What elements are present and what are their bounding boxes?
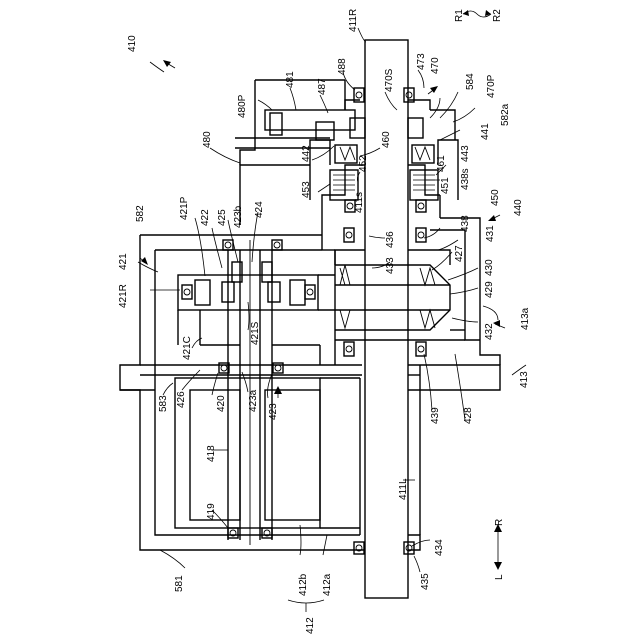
label-R2: R2: [492, 9, 503, 22]
motor-412: [175, 378, 360, 535]
label-434: 434: [434, 539, 445, 556]
label-427: 427: [454, 245, 465, 262]
label-470P: 470P: [486, 74, 497, 98]
label-436: 436: [385, 231, 396, 248]
direction-arrow-rl: [494, 524, 502, 570]
main-shaft-411: [365, 40, 408, 598]
label-433: 433: [385, 257, 396, 274]
label-422: 422: [200, 209, 211, 226]
label-413a: 413a: [520, 307, 531, 330]
label-442: 442: [301, 145, 312, 162]
label-451: 451: [440, 177, 451, 194]
label-440: 440: [513, 199, 524, 216]
label-dir-R: R: [494, 519, 505, 526]
label-443: 443: [460, 145, 471, 162]
label-583: 583: [158, 395, 169, 412]
label-410: 410: [127, 35, 138, 52]
label-418: 418: [206, 445, 217, 462]
leader-lines: [138, 28, 526, 612]
label-435: 435: [420, 573, 431, 590]
label-411s: 411s: [354, 192, 365, 213]
label-473: 473: [416, 53, 427, 70]
label-421C: 421C: [182, 336, 193, 360]
label-421S: 421S: [250, 321, 261, 345]
label-460: 460: [381, 131, 392, 148]
label-582a: 582a: [500, 103, 511, 126]
label-425: 425: [217, 209, 228, 226]
label-438: 438: [460, 215, 471, 232]
planetary-421: [178, 250, 335, 365]
label-412a: 412a: [322, 573, 333, 596]
label-487: 487: [317, 78, 328, 95]
label-dir-L: L: [494, 574, 505, 580]
label-439: 439: [430, 407, 441, 424]
label-432: 432: [484, 323, 495, 340]
label-421R: 421R: [118, 284, 129, 308]
label-430: 430: [484, 259, 495, 276]
label-480: 480: [202, 131, 213, 148]
label-488: 488: [337, 58, 348, 75]
label-411R: 411R: [348, 9, 359, 32]
label-412b: 412b: [298, 573, 309, 596]
label-431: 431: [485, 225, 496, 242]
label-429: 429: [484, 281, 495, 298]
label-584: 584: [465, 73, 476, 90]
label-419: 419: [206, 503, 217, 520]
label-420: 420: [216, 395, 227, 412]
label-428: 428: [463, 407, 474, 424]
label-480P: 480P: [237, 94, 248, 118]
label-453: 453: [301, 181, 312, 198]
label-452: 452: [358, 155, 369, 172]
label-411L: 411L: [398, 478, 409, 500]
label-426: 426: [176, 391, 187, 408]
label-R1: R1: [454, 9, 465, 22]
label-581: 581: [174, 575, 185, 592]
label-423a: 423a: [248, 389, 259, 412]
label-421P: 421P: [179, 196, 190, 220]
label-421: 421: [118, 253, 129, 270]
label-470S: 470S: [384, 68, 395, 92]
label-441: 441: [480, 123, 491, 140]
label-470: 470: [430, 57, 441, 74]
label-423: 423: [268, 403, 279, 420]
label-481: 481: [285, 71, 296, 88]
label-438s: 438s: [460, 168, 471, 190]
label-582: 582: [135, 205, 146, 222]
label-461: 461: [436, 155, 447, 172]
label-413: 413: [519, 371, 530, 388]
label-450: 450: [490, 189, 501, 206]
label-424: 424: [254, 201, 265, 218]
label-412: 412: [305, 617, 316, 634]
label-423b: 423b: [233, 205, 244, 228]
